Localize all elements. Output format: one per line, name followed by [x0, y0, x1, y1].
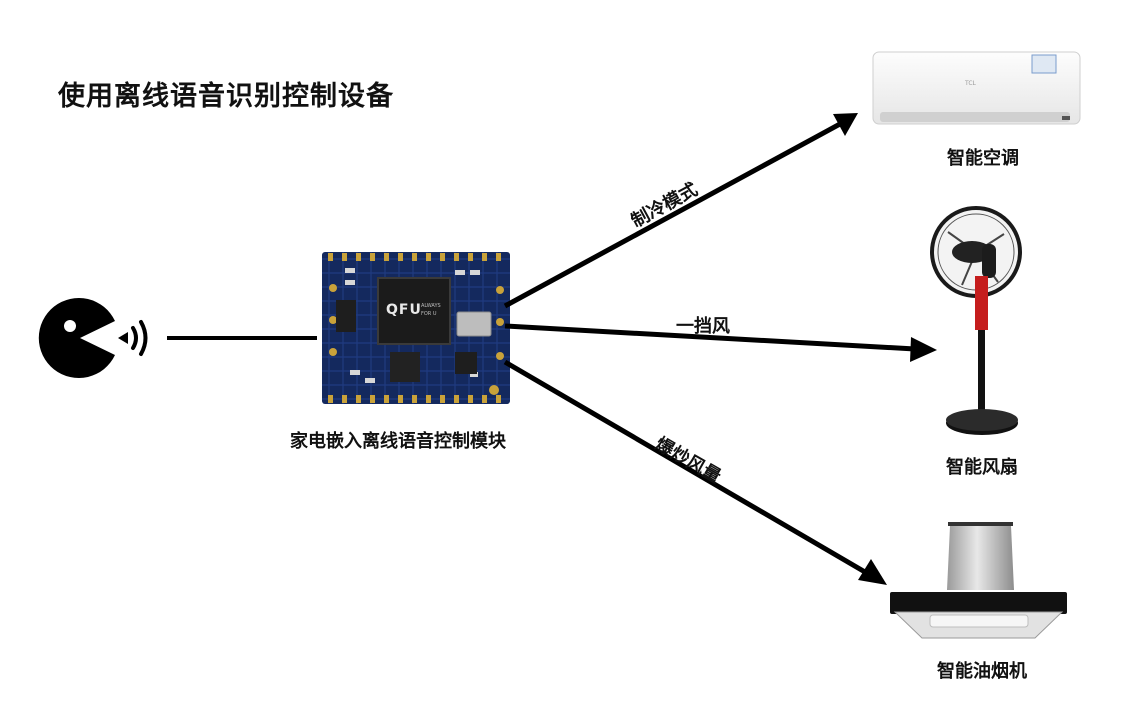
diagram-title: 使用离线语音识别控制设备	[58, 74, 394, 113]
arrow-to-ac	[505, 124, 840, 306]
range-hood-image	[890, 522, 1067, 638]
speaking-person-icon	[39, 298, 146, 378]
command-arrows	[505, 124, 915, 572]
device-label-ac: 智能空调	[947, 144, 1019, 170]
electric-fan-image	[932, 208, 1020, 435]
air-conditioner-image	[873, 52, 1080, 124]
arrowhead-fan	[910, 337, 937, 362]
chip-brand: QFU	[386, 302, 422, 318]
ac-brand-logo: TCL	[965, 80, 976, 87]
command-label-fan-speed: 一挡风	[676, 312, 730, 338]
module-label: 家电嵌入离线语音控制模块	[290, 427, 506, 453]
device-label-fan: 智能风扇	[946, 453, 1018, 479]
voice-module-board	[322, 252, 510, 404]
chip-text-line-1: ALWAYS	[421, 303, 441, 309]
device-label-hood: 智能油烟机	[937, 657, 1027, 683]
chip-text-line-2: FOR U	[421, 311, 437, 317]
